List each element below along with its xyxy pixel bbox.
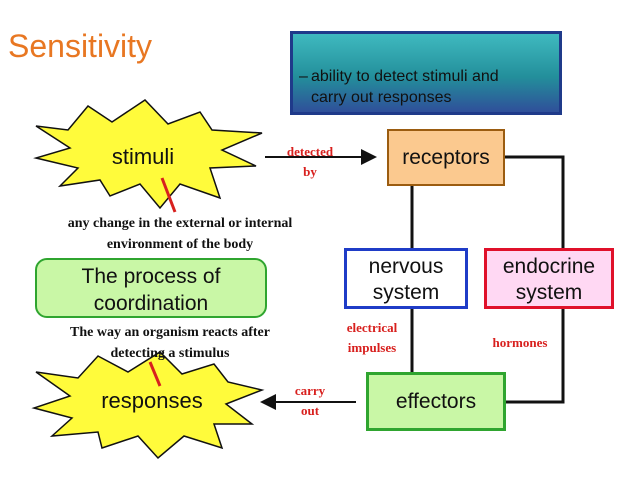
carry-out-line-1: carry [294,383,326,398]
hormones-label: hormones [492,335,548,350]
stimuli-burst-shape [33,99,263,210]
endocrine-system-box: endocrine system [484,248,614,309]
electrical-impulses-line-2: impulses [347,340,397,355]
responses-label: responses [101,388,203,413]
process-line-2: coordination [93,292,209,315]
stimuli-note: any change in the external or internal e… [30,213,330,255]
electrical-impulses-line-1: electrical [346,320,398,335]
stimuli-note-line-2: environment of the body [106,237,254,252]
definition-line-2: carry out responses [311,89,452,106]
process-note-line-2: detecting a stimulus [110,346,230,361]
process-note: The way an organism reacts after detecti… [30,322,310,364]
stimuli-label: stimuli [111,144,175,169]
detected-by-line-2: by [303,164,317,179]
responses-burst-shape [31,351,265,460]
process-line-1: The process of [81,265,221,288]
definition-dash: – [299,68,308,85]
stimuli-pointer [160,177,177,213]
endocrine-system-line-1: endocrine [502,255,596,278]
definition-line-1: ability to detect stimuli and [311,68,499,85]
process-box: The process of coordination [35,258,267,318]
nervous-system-line-2: system [372,281,440,304]
carry-out-label: carry out [275,381,345,421]
stimuli-note-line-1: any change in the external or internal [67,216,293,231]
nervous-system-box: nervous system [344,248,468,309]
detected-by-line-1: detected [286,144,334,159]
receptors-box: receptors [387,129,505,186]
responses-pointer [148,361,162,387]
definition-text: – ability to detect stimuli and carry ou… [299,66,556,108]
detected-by-label: detected by [270,142,350,182]
nervous-system-line-1: nervous [368,255,444,278]
endocrine-to-effectors-line [506,309,565,404]
endocrine-system-line-2: system [515,281,583,304]
effectors-box: effectors [366,372,506,431]
receptors-to-endocrine-line [505,155,565,248]
definition-box: – ability to detect stimuli and carry ou… [290,31,562,115]
process-note-line-1: The way an organism reacts after [70,325,270,340]
carry-out-line-2: out [300,403,320,418]
electrical-impulses-label: electrical impulses [332,318,412,358]
page-title: Sensitivity [8,28,153,64]
